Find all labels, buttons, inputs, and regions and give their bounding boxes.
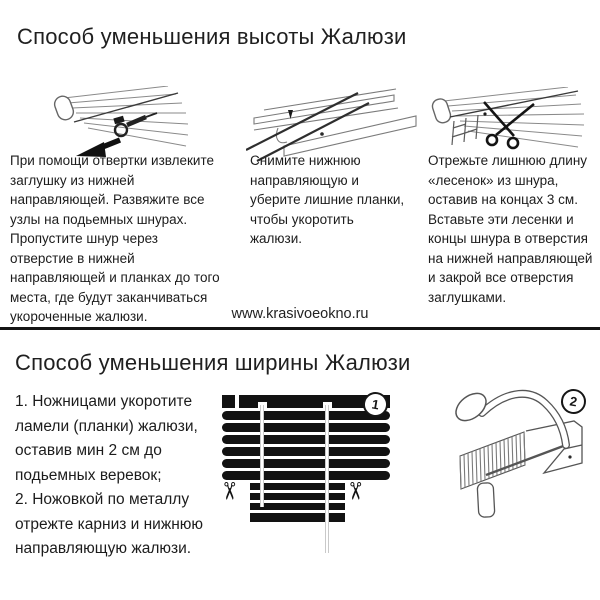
scissors-icon (483, 101, 535, 150)
section-divider (0, 327, 600, 330)
website-url: www.krasivoeokno.ru (231, 306, 369, 322)
screwdriver-plug-illustration (53, 86, 188, 157)
section-width-title: Способ уменьшения ширины Жалюзи (15, 350, 411, 375)
step-height-3-text: Отрежьте лишнюю длину «лесенок» из шнура… (428, 153, 593, 305)
remove-bottom-rail-illustration (246, 88, 417, 162)
section-height-title: Способ уменьшения высоты Жалюзи (17, 24, 407, 49)
cut-ladder-cords-illustration (431, 87, 585, 150)
width-step-1: 1. Ножницами укоротите ламели (планки) ж… (15, 393, 198, 484)
width-step-2: 2. Ножовкой по металлу отрежте карниз и … (15, 491, 204, 557)
blinds-slats (222, 411, 390, 522)
step-height-2-text: Снимите нижнюю направляющую и уберите ли… (250, 153, 405, 246)
cut-slats-illustration: ✂ ✂ (215, 395, 390, 555)
lift-cord-right (325, 405, 329, 553)
step-height-1-text: При помощи отвертки извлеките заглушку и… (10, 153, 220, 324)
hacksaw-illustration (455, 390, 583, 518)
blinds-bottom-rail (250, 513, 345, 522)
lift-cord-left (260, 405, 264, 507)
scissors-icon: ✂ (341, 480, 369, 502)
scissors-icon: ✂ (215, 480, 243, 502)
width-instructions: 1. Ножницами укоротите ламели (планки) ж… (15, 390, 225, 562)
blinds-shortened-slats (250, 483, 345, 522)
